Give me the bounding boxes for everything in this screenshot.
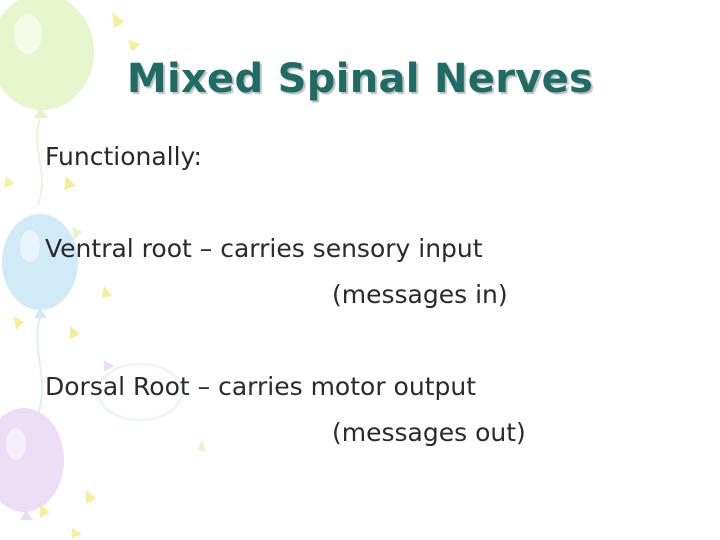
body-line-messages-in: (messages in): [332, 280, 508, 309]
body-line-blank: [45, 180, 705, 226]
body-line-functionally: Functionally:: [45, 142, 202, 171]
slide-body: Functionally: Ventral root – carries sen…: [45, 134, 705, 456]
body-line-ventral-root: Ventral root – carries sensory input: [45, 234, 483, 263]
body-line-dorsal-root: Dorsal Root – carries motor output: [45, 372, 477, 401]
body-line-blank: [45, 318, 705, 364]
slide-title: Mixed Spinal Nerves: [126, 56, 594, 102]
body-line-messages-out: (messages out): [332, 418, 526, 447]
